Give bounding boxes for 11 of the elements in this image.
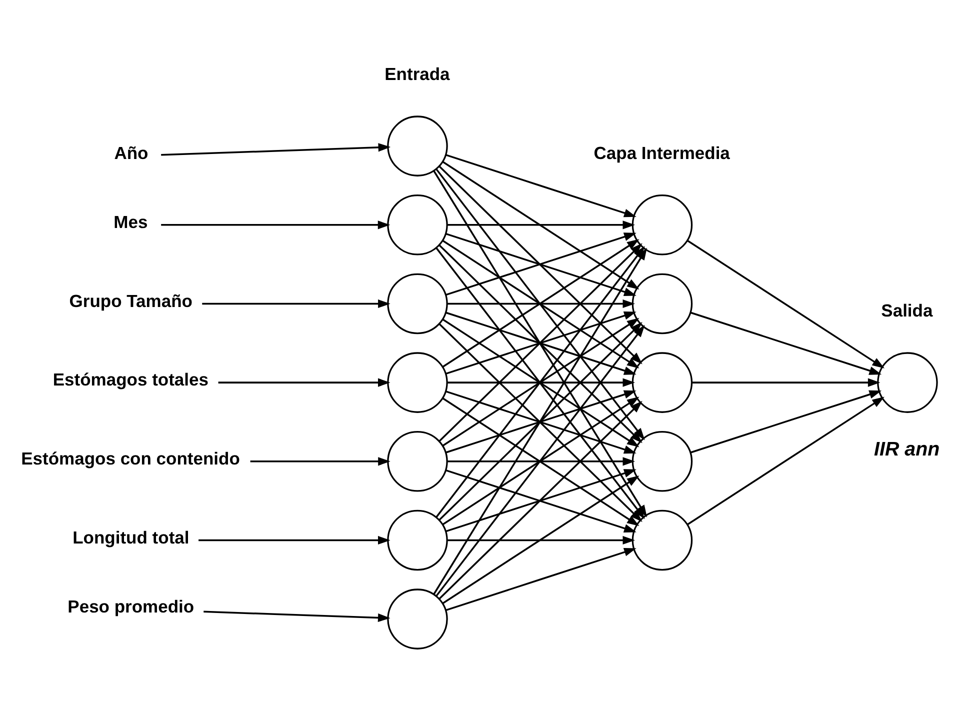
node-label: IIR ann <box>874 438 940 460</box>
node-text: Año <box>114 142 148 163</box>
label: Salida <box>881 300 933 321</box>
node-text: Grupo Tamaño <box>69 290 192 311</box>
label: Entrada <box>384 64 450 84</box>
node-text: Estómagos totales <box>52 370 209 390</box>
node-text: Longitud total <box>72 527 190 548</box>
node-text: Mes <box>114 212 148 232</box>
node-text: Estómagos con contenido <box>21 448 240 468</box>
label: Capa Intermedia <box>594 142 730 163</box>
node-text: Peso promedio <box>68 596 194 616</box>
